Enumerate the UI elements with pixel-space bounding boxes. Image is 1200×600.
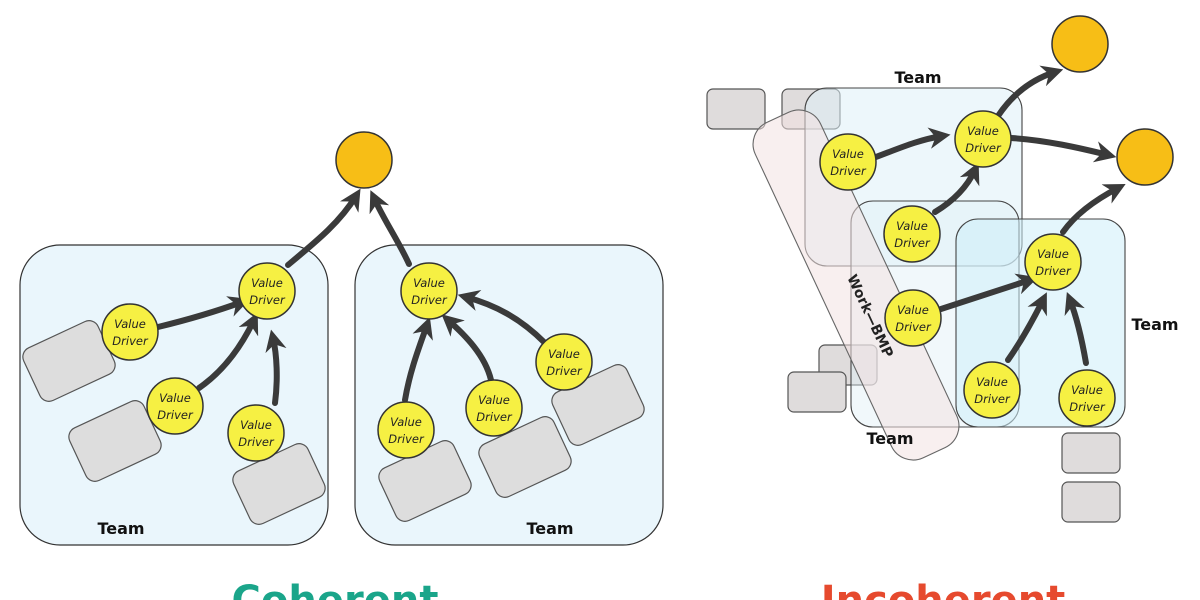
work-band — [752, 109, 960, 461]
value-driver-node: Value Driver — [227, 404, 285, 462]
value-driver-node: Value Driver — [883, 205, 941, 263]
work-card — [68, 400, 162, 482]
arrow — [938, 273, 1039, 312]
svg-text:Value: Value — [1071, 383, 1103, 397]
svg-text:Driver: Driver — [238, 435, 275, 449]
arrow — [402, 316, 433, 403]
arrow — [265, 329, 287, 406]
arrow — [196, 312, 259, 391]
value-driver-node: Value Driver — [535, 333, 593, 391]
incoherent-panel: Value Driver Value Driver Value Driver V… — [706, 15, 1179, 600]
arrow — [1060, 184, 1126, 235]
outcome-circle — [335, 131, 393, 189]
value-driver-node: Value Driver — [954, 110, 1012, 168]
svg-text:Driver: Driver — [476, 410, 513, 424]
value-driver-node: Value Driver — [146, 377, 204, 435]
arrow — [155, 296, 251, 330]
arrow — [1005, 292, 1047, 363]
svg-text:Value: Value — [832, 147, 864, 161]
svg-text:Value: Value — [251, 276, 283, 290]
svg-text:Value: Value — [413, 276, 445, 290]
svg-text:Value: Value — [548, 347, 580, 361]
coherent-caption: Coherent — [232, 578, 439, 600]
svg-text:Value: Value — [1037, 247, 1069, 261]
team-label: Team — [97, 519, 144, 538]
svg-text:Value: Value — [897, 303, 929, 317]
svg-text:Driver: Driver — [894, 236, 931, 250]
svg-text:Value: Value — [967, 124, 999, 138]
svg-text:Driver: Driver — [1035, 264, 1072, 278]
arrow — [995, 65, 1064, 119]
svg-text:Value: Value — [478, 393, 510, 407]
svg-text:Driver: Driver — [830, 164, 867, 178]
work-card — [1061, 432, 1121, 474]
svg-text:Driver: Driver — [157, 408, 194, 422]
svg-text:Driver: Driver — [974, 392, 1011, 406]
svg-text:Value: Value — [159, 391, 191, 405]
svg-text:Driver: Driver — [112, 334, 149, 348]
team-label: Team — [526, 519, 573, 538]
arrow — [369, 190, 412, 267]
arrow — [932, 162, 980, 215]
outcome-circle — [1051, 15, 1109, 73]
work-card — [787, 371, 847, 413]
arrow — [457, 290, 548, 346]
svg-text:Value: Value — [390, 415, 422, 429]
incoherent-caption: Incoherent — [821, 578, 1066, 600]
arrow — [873, 127, 951, 160]
value-driver-node: Value Driver — [238, 262, 296, 320]
svg-text:Value: Value — [976, 375, 1008, 389]
team-label: Team — [866, 429, 913, 448]
value-driver-node: Value Driver — [1024, 233, 1082, 291]
team-label: Team — [894, 68, 941, 87]
svg-text:Value: Value — [114, 317, 146, 331]
value-driver-node: Value Driver — [377, 401, 435, 459]
svg-text:Value: Value — [240, 418, 272, 432]
svg-text:Value: Value — [896, 219, 928, 233]
svg-text:Driver: Driver — [895, 320, 932, 334]
value-driver-node: Value Driver — [101, 303, 159, 361]
svg-text:Driver: Driver — [411, 293, 448, 307]
team-label: Team — [1131, 315, 1178, 334]
value-driver-node: Value Driver — [1058, 369, 1116, 427]
arrow — [441, 314, 494, 383]
coherent-panel: Value Driver Value Driver Value Driver V… — [19, 131, 664, 600]
work-card — [478, 416, 572, 498]
svg-text:Driver: Driver — [388, 432, 425, 446]
value-driver-node: Value Driver — [465, 379, 523, 437]
value-driver-node: Value Driver — [963, 361, 1021, 419]
arrow — [1064, 291, 1089, 366]
arrow — [285, 188, 361, 268]
work-card — [706, 88, 766, 130]
svg-text:Driver: Driver — [965, 141, 1002, 155]
svg-text:Driver: Driver — [546, 364, 583, 378]
arrow — [1008, 135, 1117, 163]
svg-text:Driver: Driver — [249, 293, 286, 307]
work-card — [1061, 481, 1121, 523]
value-driver-node: Value Driver — [884, 289, 942, 347]
value-driver-node: Value Driver — [400, 262, 458, 320]
svg-text:Driver: Driver — [1069, 400, 1106, 414]
outcome-circle — [1116, 128, 1174, 186]
value-driver-node: Value Driver — [819, 133, 877, 191]
